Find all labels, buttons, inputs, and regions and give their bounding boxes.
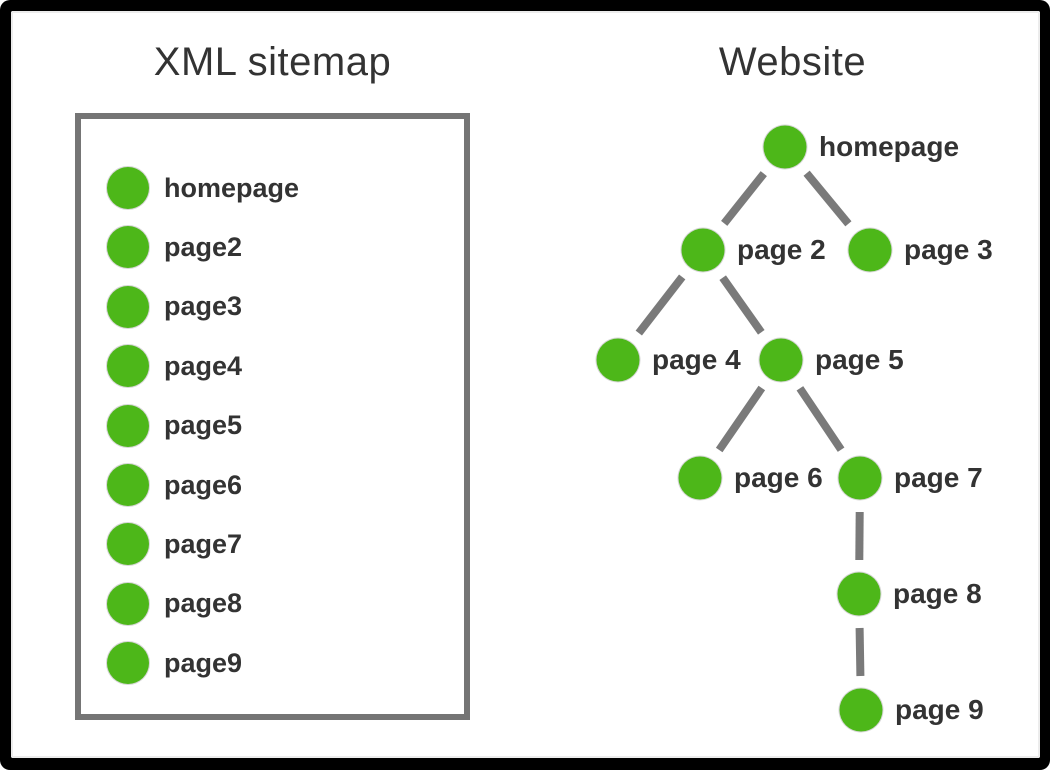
sitemap-item-page8: page8: [107, 582, 243, 625]
tree-node-page3-label: page 3: [904, 234, 993, 265]
tree-edge-page5-page6: [715, 385, 766, 453]
sitemap-item-page6: page6: [107, 464, 242, 506]
tree-node-page3-circle-icon: [848, 228, 892, 272]
page-circle-icon: [107, 167, 149, 209]
tree-node-page8-label: page 8: [893, 578, 982, 609]
tree-node-page6-circle-icon: [678, 456, 722, 500]
tree-node-page2-circle-icon: [681, 228, 725, 272]
sitemap-box: [75, 113, 470, 720]
sitemap-item-page3: page3: [107, 285, 243, 328]
page-circle-icon: [107, 345, 149, 388]
tree-node-page2-label: page 2: [737, 234, 826, 265]
sitemap-item-label: page8: [164, 588, 243, 619]
page-circle-icon: [107, 464, 149, 506]
tree-node-page5-label: page 5: [815, 344, 904, 375]
sitemap-item-label: page6: [164, 469, 243, 500]
tree-edge-homepage-page2: [721, 171, 767, 226]
tree-node-page9-circle-icon: [839, 688, 883, 732]
diagram-canvas: [11, 11, 1040, 758]
sitemap-item-page2: page2: [107, 226, 243, 269]
tree-node-page4-label: page 4: [652, 344, 741, 375]
tree-edge-page2-page4: [635, 274, 686, 336]
tree-edge-page2-page5: [719, 275, 765, 335]
tree-node-page6-label: page 6: [734, 462, 823, 493]
tree-node-page7-circle-icon: [838, 456, 882, 500]
sitemap-item-page9: page9: [107, 642, 243, 685]
tree-edge-homepage-page3: [803, 170, 852, 227]
tree-edge-page5-page7: [796, 386, 845, 452]
sitemap-item-label: page3: [164, 291, 243, 322]
sitemap-item-page4: page4: [107, 345, 243, 388]
tree-node-homepage-circle-icon: [763, 125, 807, 169]
tree-node-page9-label: page 9: [895, 694, 984, 725]
page-circle-icon: [107, 582, 149, 625]
sitemap-item-label: page7: [164, 528, 243, 559]
page-circle-icon: [107, 523, 149, 566]
page-circle-icon: [107, 642, 149, 685]
sitemap-item-page5: page5: [107, 404, 243, 447]
sitemap-item-label: page2: [164, 231, 243, 262]
tree-node-page8-circle-icon: [837, 572, 881, 616]
website-panel-title: Website: [718, 40, 867, 84]
sitemap-item-label: homepage: [164, 172, 300, 203]
page-circle-icon: [107, 285, 149, 328]
tree-node-page7-label: page 7: [894, 462, 983, 493]
tree-node-page4-circle-icon: [596, 338, 640, 382]
tree-edge-page8-page9: [855, 627, 865, 677]
page-circle-icon: [107, 404, 149, 447]
sitemap-item-label: page5: [164, 410, 243, 441]
sitemap-item-label: page4: [164, 350, 243, 381]
sitemap-panel-title: XML sitemap: [153, 40, 392, 84]
sitemap-item-label: page9: [164, 647, 243, 678]
tree-node-page5-circle-icon: [759, 338, 803, 382]
tree-node-homepage-label: homepage: [819, 131, 960, 162]
sitemap-item-homepage: homepage: [107, 167, 299, 209]
page-circle-icon: [107, 226, 149, 269]
sitemap-item-page7: page7: [107, 523, 243, 566]
